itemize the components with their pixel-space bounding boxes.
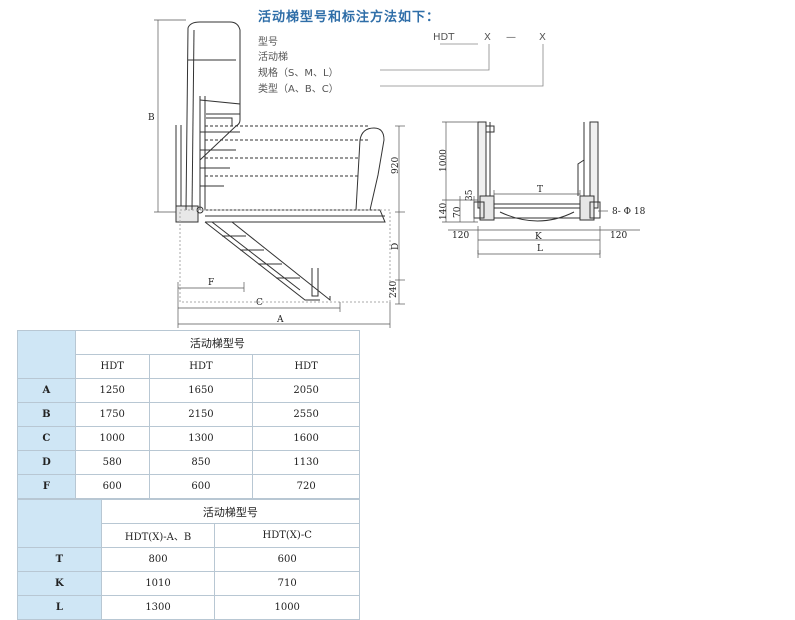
table2-caption: 活动梯型号 bbox=[100, 499, 361, 524]
side-view-dimensions bbox=[154, 19, 405, 328]
model-line-kind: 类型（A、B、C） bbox=[258, 84, 339, 95]
table-row: C 1000 1300 1600 bbox=[17, 426, 360, 451]
dim-label-t: T bbox=[537, 185, 543, 195]
front-view bbox=[473, 121, 601, 222]
model-slot-size: X bbox=[484, 32, 491, 43]
table-cell: 1300 bbox=[100, 595, 216, 620]
dim-label-f: F bbox=[208, 278, 214, 288]
table-cell: 580 bbox=[74, 450, 150, 475]
table2-column-header: HDT(X)-C bbox=[214, 523, 360, 548]
dim-label-a: A bbox=[276, 315, 284, 325]
dim-label-holes: 8- Φ 18 bbox=[612, 207, 646, 217]
table2-column-header: HDT(X)-A、B bbox=[100, 523, 216, 548]
table-cell: 600 bbox=[214, 547, 360, 572]
row-label: D bbox=[17, 450, 76, 475]
spec-table-ladder-dimensions: 活动梯型号 HDT HDT HDT A 1250 1650 2050 B 175… bbox=[17, 330, 361, 499]
table-cell: 1000 bbox=[74, 426, 150, 451]
table-cell: 1300 bbox=[148, 426, 254, 451]
table1-column-header: HDT bbox=[74, 354, 150, 379]
dim-label-920: 920 bbox=[391, 157, 401, 174]
dim-label-140: 140 bbox=[439, 203, 449, 220]
front-view-dimensions bbox=[442, 121, 640, 258]
table-row: D 580 850 1130 bbox=[17, 450, 360, 475]
table-cell: 710 bbox=[214, 571, 360, 596]
row-label: K bbox=[17, 571, 102, 596]
table1-corner bbox=[17, 330, 76, 379]
table-row: B 1750 2150 2550 bbox=[17, 402, 360, 427]
table-cell: 600 bbox=[148, 474, 254, 499]
dim-label-120-right: 120 bbox=[610, 231, 627, 241]
table-row: A 1250 1650 2050 bbox=[17, 378, 360, 403]
table-cell: 1650 bbox=[148, 378, 254, 403]
model-line-ladder: 活动梯 bbox=[258, 52, 288, 63]
side-view bbox=[175, 21, 391, 303]
table-row: T 800 600 bbox=[17, 547, 360, 572]
table-row: L 1300 1000 bbox=[17, 595, 360, 620]
table-cell: 850 bbox=[148, 450, 254, 475]
table-cell: 1130 bbox=[252, 450, 360, 475]
row-label: T bbox=[17, 547, 102, 572]
table-cell: 1000 bbox=[214, 595, 360, 620]
dim-label-l: L bbox=[537, 244, 543, 254]
table-cell: 720 bbox=[252, 474, 360, 499]
table1-caption: 活动梯型号 bbox=[74, 330, 361, 355]
dim-label-35: 35 bbox=[465, 189, 475, 201]
model-prefix: HDT bbox=[433, 32, 455, 43]
dim-label-k: K bbox=[535, 232, 542, 242]
dim-label-b: B bbox=[148, 113, 155, 123]
table-cell: 2150 bbox=[148, 402, 254, 427]
row-label: F bbox=[17, 474, 76, 499]
table-cell: 1250 bbox=[74, 378, 150, 403]
table1-column-header: HDT bbox=[252, 354, 360, 379]
row-label: C bbox=[17, 426, 76, 451]
model-dash: — bbox=[506, 32, 516, 43]
table2-corner bbox=[17, 499, 102, 548]
table-cell: 1010 bbox=[100, 571, 216, 596]
table-cell: 1750 bbox=[74, 402, 150, 427]
dim-label-240: 240 bbox=[389, 281, 399, 298]
technical-drawing: B 920 D 240 F C A bbox=[148, 19, 646, 328]
table-row: F 600 600 720 bbox=[17, 474, 360, 499]
dim-label-c: C bbox=[256, 298, 263, 308]
dim-label-70: 70 bbox=[453, 206, 463, 218]
dim-label-d: D bbox=[391, 243, 401, 250]
table-cell: 600 bbox=[74, 474, 150, 499]
model-code-leaders bbox=[380, 43, 544, 87]
dim-label-1000: 1000 bbox=[439, 149, 449, 172]
row-label: L bbox=[17, 595, 102, 620]
table-cell: 800 bbox=[100, 547, 216, 572]
table-cell: 2550 bbox=[252, 402, 360, 427]
spec-table-ladder-width: 活动梯型号 HDT(X)-A、B HDT(X)-C T 800 600 K 10… bbox=[17, 499, 361, 620]
table-cell: 2050 bbox=[252, 378, 360, 403]
model-line-spec: 规格（S、M、L） bbox=[258, 68, 339, 79]
model-line-type-number: 型号 bbox=[258, 37, 278, 48]
dim-label-120-left: 120 bbox=[452, 231, 469, 241]
table1-column-header: HDT bbox=[148, 354, 254, 379]
page-title: 活动梯型号和标注方法如下： bbox=[258, 10, 441, 25]
row-label: A bbox=[17, 378, 76, 403]
model-slot-type: X bbox=[539, 32, 546, 43]
row-label: B bbox=[17, 402, 76, 427]
table-row: K 1010 710 bbox=[17, 571, 360, 596]
table-cell: 1600 bbox=[252, 426, 360, 451]
